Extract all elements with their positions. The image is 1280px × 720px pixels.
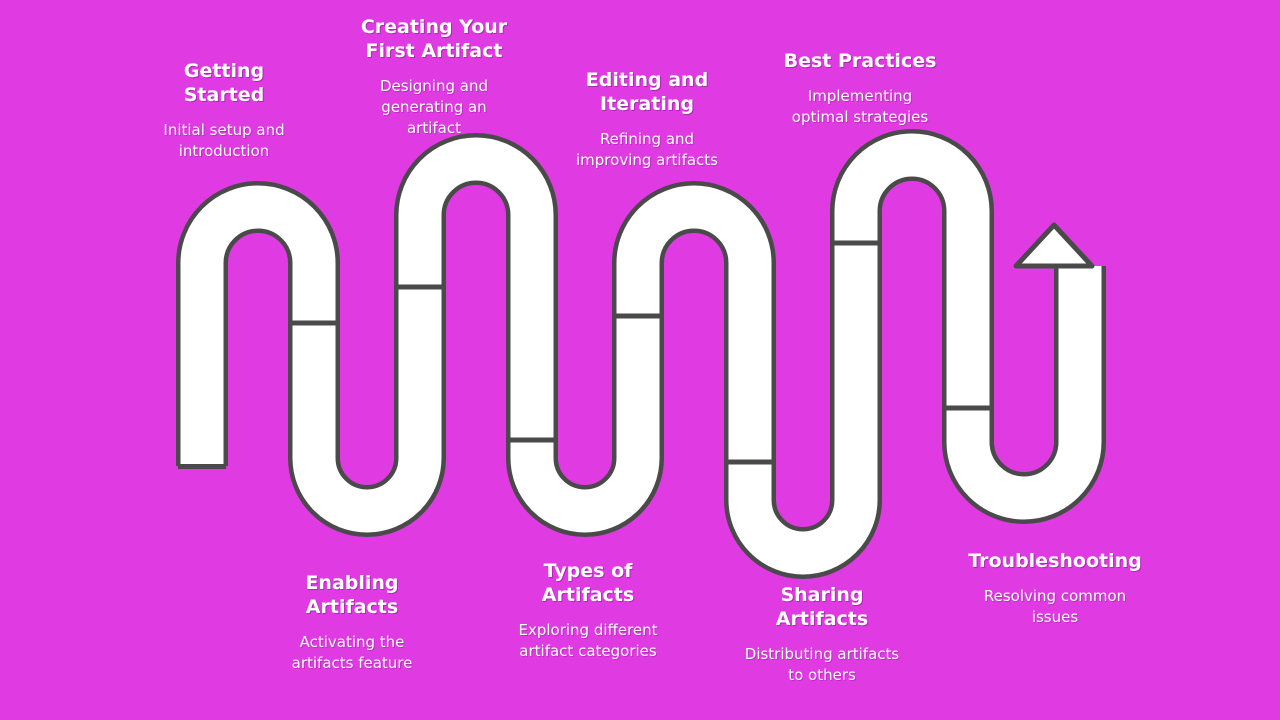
step-description-line: generating an bbox=[381, 98, 487, 116]
step-description: Refining and improving artifacts bbox=[507, 129, 787, 171]
step-title-line: Artifacts bbox=[541, 584, 635, 606]
road-start-cap bbox=[178, 464, 226, 469]
step-description-line: issues bbox=[1031, 608, 1079, 626]
step-description: Activating the artifacts feature bbox=[212, 632, 492, 674]
step-description-line: to others bbox=[788, 666, 856, 684]
step-description-line: improving artifacts bbox=[576, 151, 718, 169]
step-title-line: Editing and bbox=[585, 69, 709, 91]
step-description-line: Resolving common bbox=[983, 587, 1127, 605]
step-title-line: First Artifact bbox=[365, 40, 503, 62]
arrow-up-head-icon bbox=[1013, 222, 1095, 269]
segment-dividers bbox=[292, 240, 990, 465]
step-title-line: Creating Your bbox=[360, 16, 508, 38]
step-description-line: Distributing artifacts bbox=[744, 645, 900, 663]
step-description: Designing and generating an artifact bbox=[294, 76, 574, 139]
step-description: Exploring different artifact categories bbox=[448, 620, 728, 662]
step-description-line: artifacts feature bbox=[291, 654, 413, 672]
step-description-line: Designing and bbox=[380, 77, 488, 95]
step-description-line: optimal strategies bbox=[791, 108, 929, 126]
winding-road bbox=[176, 129, 1106, 579]
step-description: Resolving common issues bbox=[915, 586, 1195, 628]
step-description-line: Implementing bbox=[807, 87, 913, 105]
step-title-line: Getting bbox=[183, 60, 265, 82]
step-description-line: Exploring different bbox=[518, 621, 658, 639]
step-title-line: Types of bbox=[543, 560, 633, 582]
step-description-line: Activating the bbox=[299, 633, 405, 651]
step-title-line: Started bbox=[183, 84, 265, 106]
step-title-line: Troubleshooting bbox=[968, 550, 1142, 572]
step-description-line: artifact bbox=[406, 119, 461, 137]
road-surface bbox=[180, 133, 1102, 575]
step-title-line: Sharing bbox=[780, 584, 864, 606]
step-description: Implementing optimal strategies bbox=[720, 86, 1000, 128]
step-description: Initial setup and introduction bbox=[84, 120, 364, 162]
step-description-line: Refining and bbox=[599, 130, 695, 148]
step-title-line: Artifacts bbox=[305, 596, 399, 618]
step-title: Troubleshooting bbox=[915, 549, 1195, 573]
step-title: Best Practices bbox=[720, 49, 1000, 73]
step-description-line: introduction bbox=[178, 142, 270, 160]
step-title-line: Best Practices bbox=[783, 50, 937, 72]
step-title-line: Artifacts bbox=[775, 608, 869, 630]
step-description-line: Initial setup and bbox=[163, 121, 285, 139]
step-title-line: Enabling bbox=[305, 572, 399, 594]
step-description-line: artifact categories bbox=[519, 642, 657, 660]
step-title-line: Iterating bbox=[600, 93, 694, 115]
step-description: Distributing artifacts to others bbox=[682, 644, 962, 686]
